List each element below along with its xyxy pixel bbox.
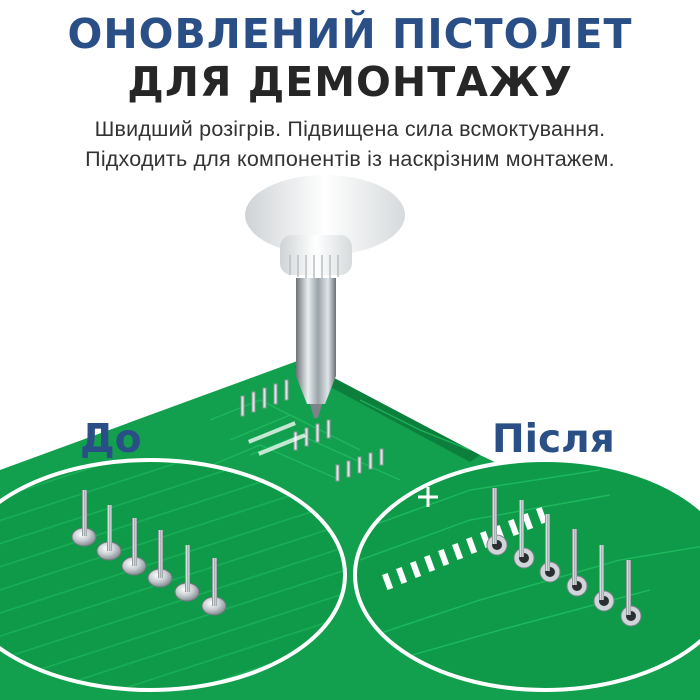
after-label: Після <box>492 417 615 462</box>
clean-pads-after <box>486 488 642 627</box>
solder-joints-before <box>71 490 227 616</box>
title-line-1: ОНОВЛЕНИЙ ПІСТОЛЕТ <box>67 10 633 58</box>
after-inset <box>353 458 700 692</box>
subtitle-line-1: Швидший розігрів. Підвищена сила всмокту… <box>94 117 606 141</box>
title-line-2: ДЛЯ ДЕМОНТАЖУ <box>127 58 573 106</box>
before-inset <box>0 458 347 692</box>
before-label: До <box>80 417 142 462</box>
subtitle-line-2: Підходить для компонентів із наскрізним … <box>85 147 615 171</box>
desoldering-gun <box>245 175 405 418</box>
